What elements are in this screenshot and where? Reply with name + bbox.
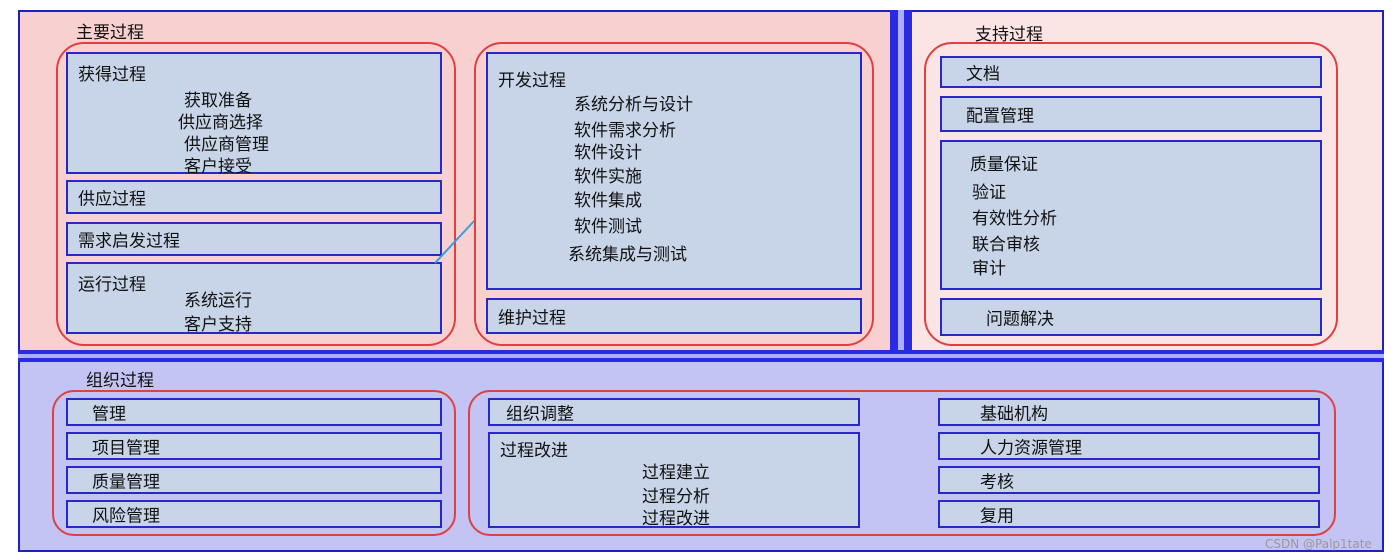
- quality-item: 验证: [972, 183, 1006, 203]
- support-group: [924, 42, 1338, 346]
- supply-process-label: 供应过程: [78, 189, 146, 210]
- documentation-box: 文档: [940, 56, 1322, 88]
- development-item: 软件集成: [574, 191, 642, 211]
- development-item: 软件实施: [574, 167, 642, 187]
- organization-alignment-label: 组织调整: [506, 404, 574, 425]
- human-resource-management-label: 人力资源管理: [980, 438, 1082, 459]
- process-improvement-label: 过程改进: [500, 441, 568, 461]
- risk-management-label: 风险管理: [92, 506, 160, 527]
- operation-item: 系统运行: [184, 291, 252, 311]
- quality-item: 质量保证: [970, 155, 1038, 175]
- infrastructure-box: 基础机构: [938, 398, 1320, 426]
- requirements-process-label: 需求启发过程: [78, 231, 180, 252]
- quality-item: 有效性分析: [972, 209, 1057, 229]
- configuration-management-box: 配置管理: [940, 96, 1322, 132]
- connector-line: [434, 219, 476, 264]
- development-item: 软件设计: [574, 143, 642, 163]
- diagram-outer-frame: [18, 10, 1384, 552]
- organizational-process-title: 组织过程: [86, 371, 154, 391]
- improvement-item: 过程改进: [642, 509, 710, 529]
- maintenance-process-box: 维护过程: [486, 298, 862, 334]
- org-left-group: [52, 390, 456, 536]
- development-item: 系统分析与设计: [574, 95, 693, 115]
- project-management-box: 项目管理: [66, 432, 442, 460]
- reuse-label: 复用: [980, 506, 1014, 527]
- operation-process-label: 运行过程: [78, 275, 146, 295]
- improvement-item: 过程建立: [642, 463, 710, 483]
- development-process-label: 开发过程: [498, 71, 566, 91]
- acquisition-item: 供应商选择: [178, 113, 263, 133]
- management-box: 管理: [66, 398, 442, 426]
- primary-left-group: [56, 42, 456, 346]
- primary-process-title: 主要过程: [76, 23, 144, 43]
- operation-item: 客户支持: [184, 315, 252, 335]
- acquisition-item: 供应商管理: [184, 135, 269, 155]
- maintenance-process-label: 维护过程: [498, 308, 566, 329]
- quality-assurance-box: 质量保证 验证 有效性分析 联合审核 审计: [940, 140, 1322, 290]
- acquisition-process-box: 获得过程 获取准备 供应商选择 供应商管理 客户接受: [66, 52, 442, 177]
- risk-management-box: 风险管理: [66, 500, 442, 528]
- project-management-label: 项目管理: [92, 438, 160, 459]
- requirements-process-box: 需求启发过程: [66, 222, 442, 256]
- process-improvement-box: 过程改进 过程建立 过程分析 过程改进: [488, 432, 860, 529]
- documentation-label: 文档: [966, 64, 1000, 85]
- assessment-label: 考核: [980, 472, 1014, 493]
- configuration-management-label: 配置管理: [966, 106, 1034, 127]
- watermark: CSDN @Palp1tate: [1265, 537, 1372, 551]
- quality-item: 联合审核: [972, 235, 1040, 255]
- primary-right-group: [474, 42, 874, 346]
- horizontal-divider-highlight: [18, 354, 1384, 358]
- support-process-title: 支持过程: [975, 25, 1043, 45]
- development-item: 软件测试: [574, 217, 642, 237]
- acquisition-item: 客户接受: [184, 157, 252, 177]
- human-resource-management-box: 人力资源管理: [938, 432, 1320, 460]
- management-label: 管理: [92, 404, 126, 425]
- problem-resolution-box: 问题解决: [940, 298, 1322, 336]
- quality-item: 审计: [972, 259, 1006, 279]
- operation-process-box: 运行过程 系统运行 客户支持: [66, 262, 442, 335]
- vertical-divider-highlight: [898, 10, 904, 354]
- development-process-box: 开发过程 系统分析与设计 软件需求分析 软件设计 软件实施 软件集成 软件测试 …: [486, 52, 862, 290]
- organization-alignment-box: 组织调整: [488, 398, 860, 426]
- org-right-group: [468, 390, 1336, 536]
- supply-process-box: 供应过程: [66, 180, 442, 214]
- acquisition-process-label: 获得过程: [78, 65, 146, 85]
- quality-management-label: 质量管理: [92, 472, 160, 493]
- assessment-box: 考核: [938, 466, 1320, 494]
- problem-resolution-label: 问题解决: [986, 309, 1054, 330]
- acquisition-item: 获取准备: [184, 91, 252, 111]
- improvement-item: 过程分析: [642, 487, 710, 507]
- reuse-box: 复用: [938, 500, 1320, 528]
- infrastructure-label: 基础机构: [980, 404, 1048, 425]
- development-item: 系统集成与测试: [568, 245, 687, 265]
- development-item: 软件需求分析: [574, 121, 676, 141]
- quality-management-box: 质量管理: [66, 466, 442, 494]
